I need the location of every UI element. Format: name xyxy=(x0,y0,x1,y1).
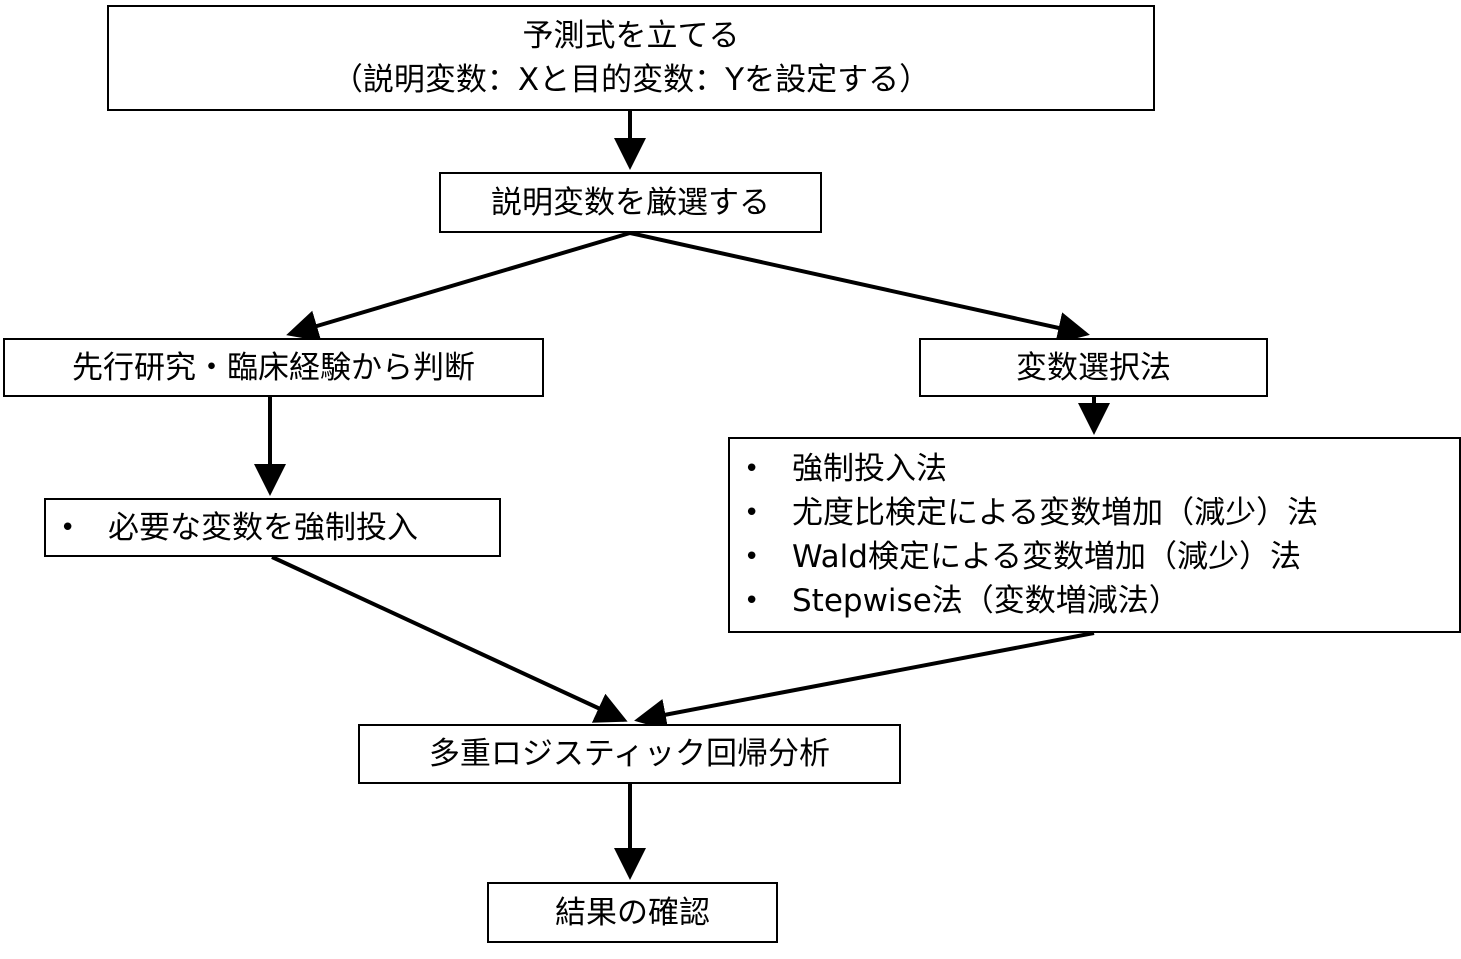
node-formula: 予測式を立てる （説明変数：Xと目的変数：Yを設定する） xyxy=(107,5,1155,111)
list-item: • 必要な変数を強制投入 xyxy=(60,506,418,550)
formula-line1: 予測式を立てる xyxy=(522,18,740,54)
arrow-select-to-method xyxy=(629,231,1090,344)
node-check-results: 結果の確認 xyxy=(487,882,778,943)
formula-line2: （説明変数：Xと目的変数：Yを設定する） xyxy=(331,62,931,98)
result-label: 結果の確認 xyxy=(555,894,710,931)
arrow-forced-to-analysis xyxy=(271,555,628,723)
analysis-label: 多重ロジスティック回帰分析 xyxy=(428,736,831,772)
list-item: • Stepwise法（変数増減法） xyxy=(744,579,1180,623)
node-forced-entry: • 必要な変数を強制投入 xyxy=(44,498,501,557)
select-label: 説明変数を厳選する xyxy=(491,184,770,221)
list-item: • 強制投入法 xyxy=(744,447,947,491)
node-prior-research: 先行研究・臨床経験から判断 xyxy=(3,338,544,397)
list-item-text: 必要な変数を強制投入 xyxy=(108,509,418,546)
node-select-variables: 説明変数を厳選する xyxy=(439,172,822,233)
method-label: 変数選択法 xyxy=(1016,349,1171,386)
list-item: • Wald検定による変数増加（減少）法 xyxy=(744,535,1301,579)
arrow-list-to-analysis xyxy=(634,631,1095,731)
bullet: • xyxy=(60,512,76,543)
bullet: • xyxy=(744,454,760,484)
bullet: • xyxy=(744,542,760,572)
list-item-text: Stepwise法（変数増減法） xyxy=(792,583,1180,619)
list-item-text: 強制投入法 xyxy=(792,451,947,487)
node-logistic-regression: 多重ロジスティック回帰分析 xyxy=(358,724,901,784)
list-item-text: 尤度比検定による変数増加（減少）法 xyxy=(792,495,1319,531)
bullet: • xyxy=(744,586,760,616)
node-methods-list: • 強制投入法 • 尤度比検定による変数増加（減少）法 • Wald検定による変数増加… xyxy=(728,437,1461,633)
node-variable-selection: 変数選択法 xyxy=(919,338,1268,397)
arrow-select-to-prior xyxy=(286,231,631,342)
list-item-text: Wald検定による変数増加（減少）法 xyxy=(792,539,1302,575)
bullet: • xyxy=(744,498,760,528)
prior-label: 先行研究・臨床経験から判断 xyxy=(72,349,475,386)
list-item: • 尤度比検定による変数増加（減少）法 xyxy=(744,491,1318,535)
